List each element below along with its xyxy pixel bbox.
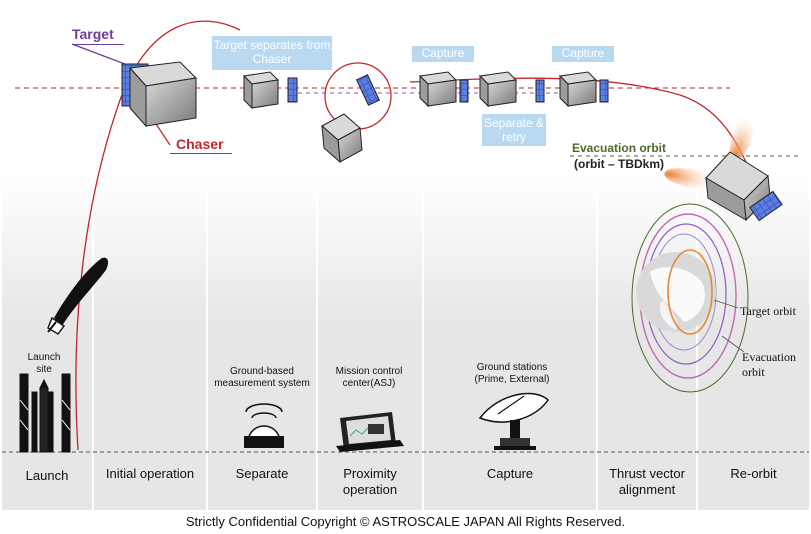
phase-capture: Capture [486, 466, 534, 481]
target-label-underline [72, 44, 124, 45]
capture-craft-2 [558, 71, 609, 108]
footer-copyright: Strictly Confidential Copyright © ASTROS… [185, 514, 626, 529]
phase-bg-capture [424, 175, 596, 510]
rocket [47, 257, 109, 335]
separate-retry-box: Separate & retry [482, 114, 546, 146]
chaser-label-underline [170, 153, 232, 154]
capture-craft-1 [418, 71, 469, 108]
separated-pair [242, 71, 298, 110]
phase-thrust-vector: Thrust vector alignment [609, 466, 685, 497]
phase-initial-operation: Initial operation [105, 466, 195, 481]
target-separates-box: Target separates from Chaser [212, 36, 332, 70]
launch-towers [19, 373, 71, 453]
target-orbit-legend: Target orbit [740, 304, 796, 318]
phase-bg-initial [94, 175, 206, 510]
capture-box-1: Capture [412, 46, 474, 62]
phase-columns [2, 175, 809, 510]
separation-circle [321, 62, 392, 164]
evacuation-orbit-title: Evacuation orbit [572, 141, 667, 155]
monitor-icon [336, 412, 404, 452]
target-callout [71, 43, 131, 67]
launch-site-label: Launch site [27, 352, 61, 375]
launch-trajectory [75, 20, 241, 451]
phase-reorbit: Re-orbit [730, 466, 777, 481]
phase-proximity-operation: Proximity operation [342, 466, 398, 497]
phase-bg-separate [208, 175, 316, 510]
reorbit-craft [664, 117, 783, 222]
evacuation-orbit-subtitle: (orbit – TBDkm) [574, 157, 664, 171]
ground-stations-label: Ground stations (Prime, External) [474, 362, 550, 385]
retry-craft [478, 71, 545, 108]
phase-bg-proximity [318, 175, 422, 510]
target-label: Target [72, 26, 114, 42]
evacuation-orbit-legend: Evacuation orbit [742, 350, 796, 379]
chaser-target-stack [121, 61, 198, 128]
mission-control-label: Mission control center(ASJ) [335, 366, 403, 389]
phase-separate: Separate [235, 466, 289, 481]
phase-bg-launch [2, 175, 92, 510]
phase-bg-thrust [598, 175, 696, 510]
ground-measurement-label: Ground-based measurement system [214, 366, 310, 389]
ground-measurement-icon [244, 403, 284, 448]
chaser-label: Chaser [176, 136, 224, 152]
dish-antenna-icon [478, 392, 549, 450]
phase-launch: Launch [25, 468, 69, 483]
capture-box-2: Capture [552, 46, 614, 62]
orbit-diagram [631, 203, 749, 393]
